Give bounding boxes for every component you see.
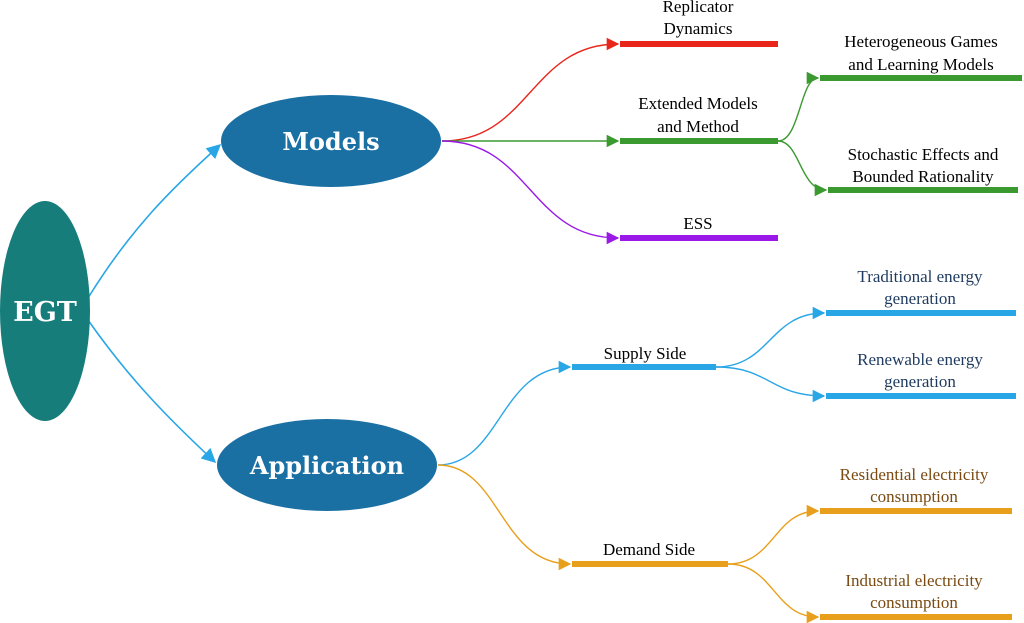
leaf-label-line-1: Heterogeneous Games [844, 32, 997, 51]
edge-supply-traditional [715, 306, 826, 368]
leaf-ess: ESS [620, 214, 778, 241]
leaf-renewable-energy: Renewable energy generation [826, 350, 1016, 399]
leaf-label-line-1: Replicator [663, 0, 734, 16]
edge-root-application [87, 319, 217, 463]
leaf-label-line-2: generation [884, 289, 956, 308]
leaf-label-line-2: and Method [657, 117, 739, 136]
edge-demand-industrial [727, 563, 820, 623]
leaf-label-line-2: generation [884, 372, 956, 391]
leaf-label-line-1: Supply Side [604, 344, 687, 363]
root-ellipse [0, 201, 90, 421]
leaf-demand-side: Demand Side [572, 540, 728, 567]
edge-demand-residential [727, 504, 820, 565]
leaf-label-line-1: Residential electricity [840, 465, 989, 484]
edge-models-replicator [441, 37, 620, 142]
leaf-label-line-2: Dynamics [664, 19, 733, 38]
leaf-label-line-1: Renewable energy [857, 350, 983, 369]
edge-application-demand [437, 464, 572, 571]
application-node: Application [217, 419, 437, 511]
models-ellipse [221, 95, 441, 187]
edge-models-ess [441, 140, 620, 245]
leaf-heterogeneous-games: Heterogeneous Games and Learning Models [820, 32, 1022, 81]
root-label: EGT [13, 297, 77, 328]
leaf-residential-electricity: Residential electricity consumption [820, 465, 1012, 514]
edge-application-supply [437, 360, 572, 466]
edge-extended-heterogeneous [777, 71, 820, 142]
leaf-label-line-2: consumption [870, 487, 958, 506]
leaf-stochastic-effects: Stochastic Effects and Bounded Rationali… [828, 145, 1018, 193]
leaf-label-line-1: Industrial electricity [845, 571, 983, 590]
models-node: Models [221, 95, 441, 187]
leaf-traditional-energy: Traditional energy generation [826, 267, 1016, 316]
leaf-label-line-1: Stochastic Effects and [848, 145, 999, 164]
leaf-industrial-electricity: Industrial electricity consumption [820, 571, 1012, 620]
root-node: EGT [0, 201, 90, 421]
application-ellipse [217, 419, 437, 511]
leaf-label-line-1: ESS [683, 214, 712, 233]
leaf-label-line-2: consumption [870, 593, 958, 612]
leaf-supply-side: Supply Side [572, 344, 716, 370]
edge-supply-renewable [715, 366, 826, 403]
leaf-extended-models: Extended Models and Method [620, 94, 778, 144]
edge-extended-stochastic [777, 140, 828, 197]
application-label: Application [249, 451, 404, 480]
edge-root-models [87, 144, 222, 299]
models-label: Models [282, 127, 379, 156]
leaf-label-line-1: Traditional energy [857, 267, 983, 286]
leaf-label-line-2: Bounded Rationality [852, 167, 994, 186]
leaf-replicator-dynamics: Replicator Dynamics [620, 0, 778, 47]
leaf-label-line-1: Extended Models [638, 94, 757, 113]
leaf-label-line-1: Demand Side [603, 540, 695, 559]
leaf-label-line-2: and Learning Models [848, 55, 993, 74]
